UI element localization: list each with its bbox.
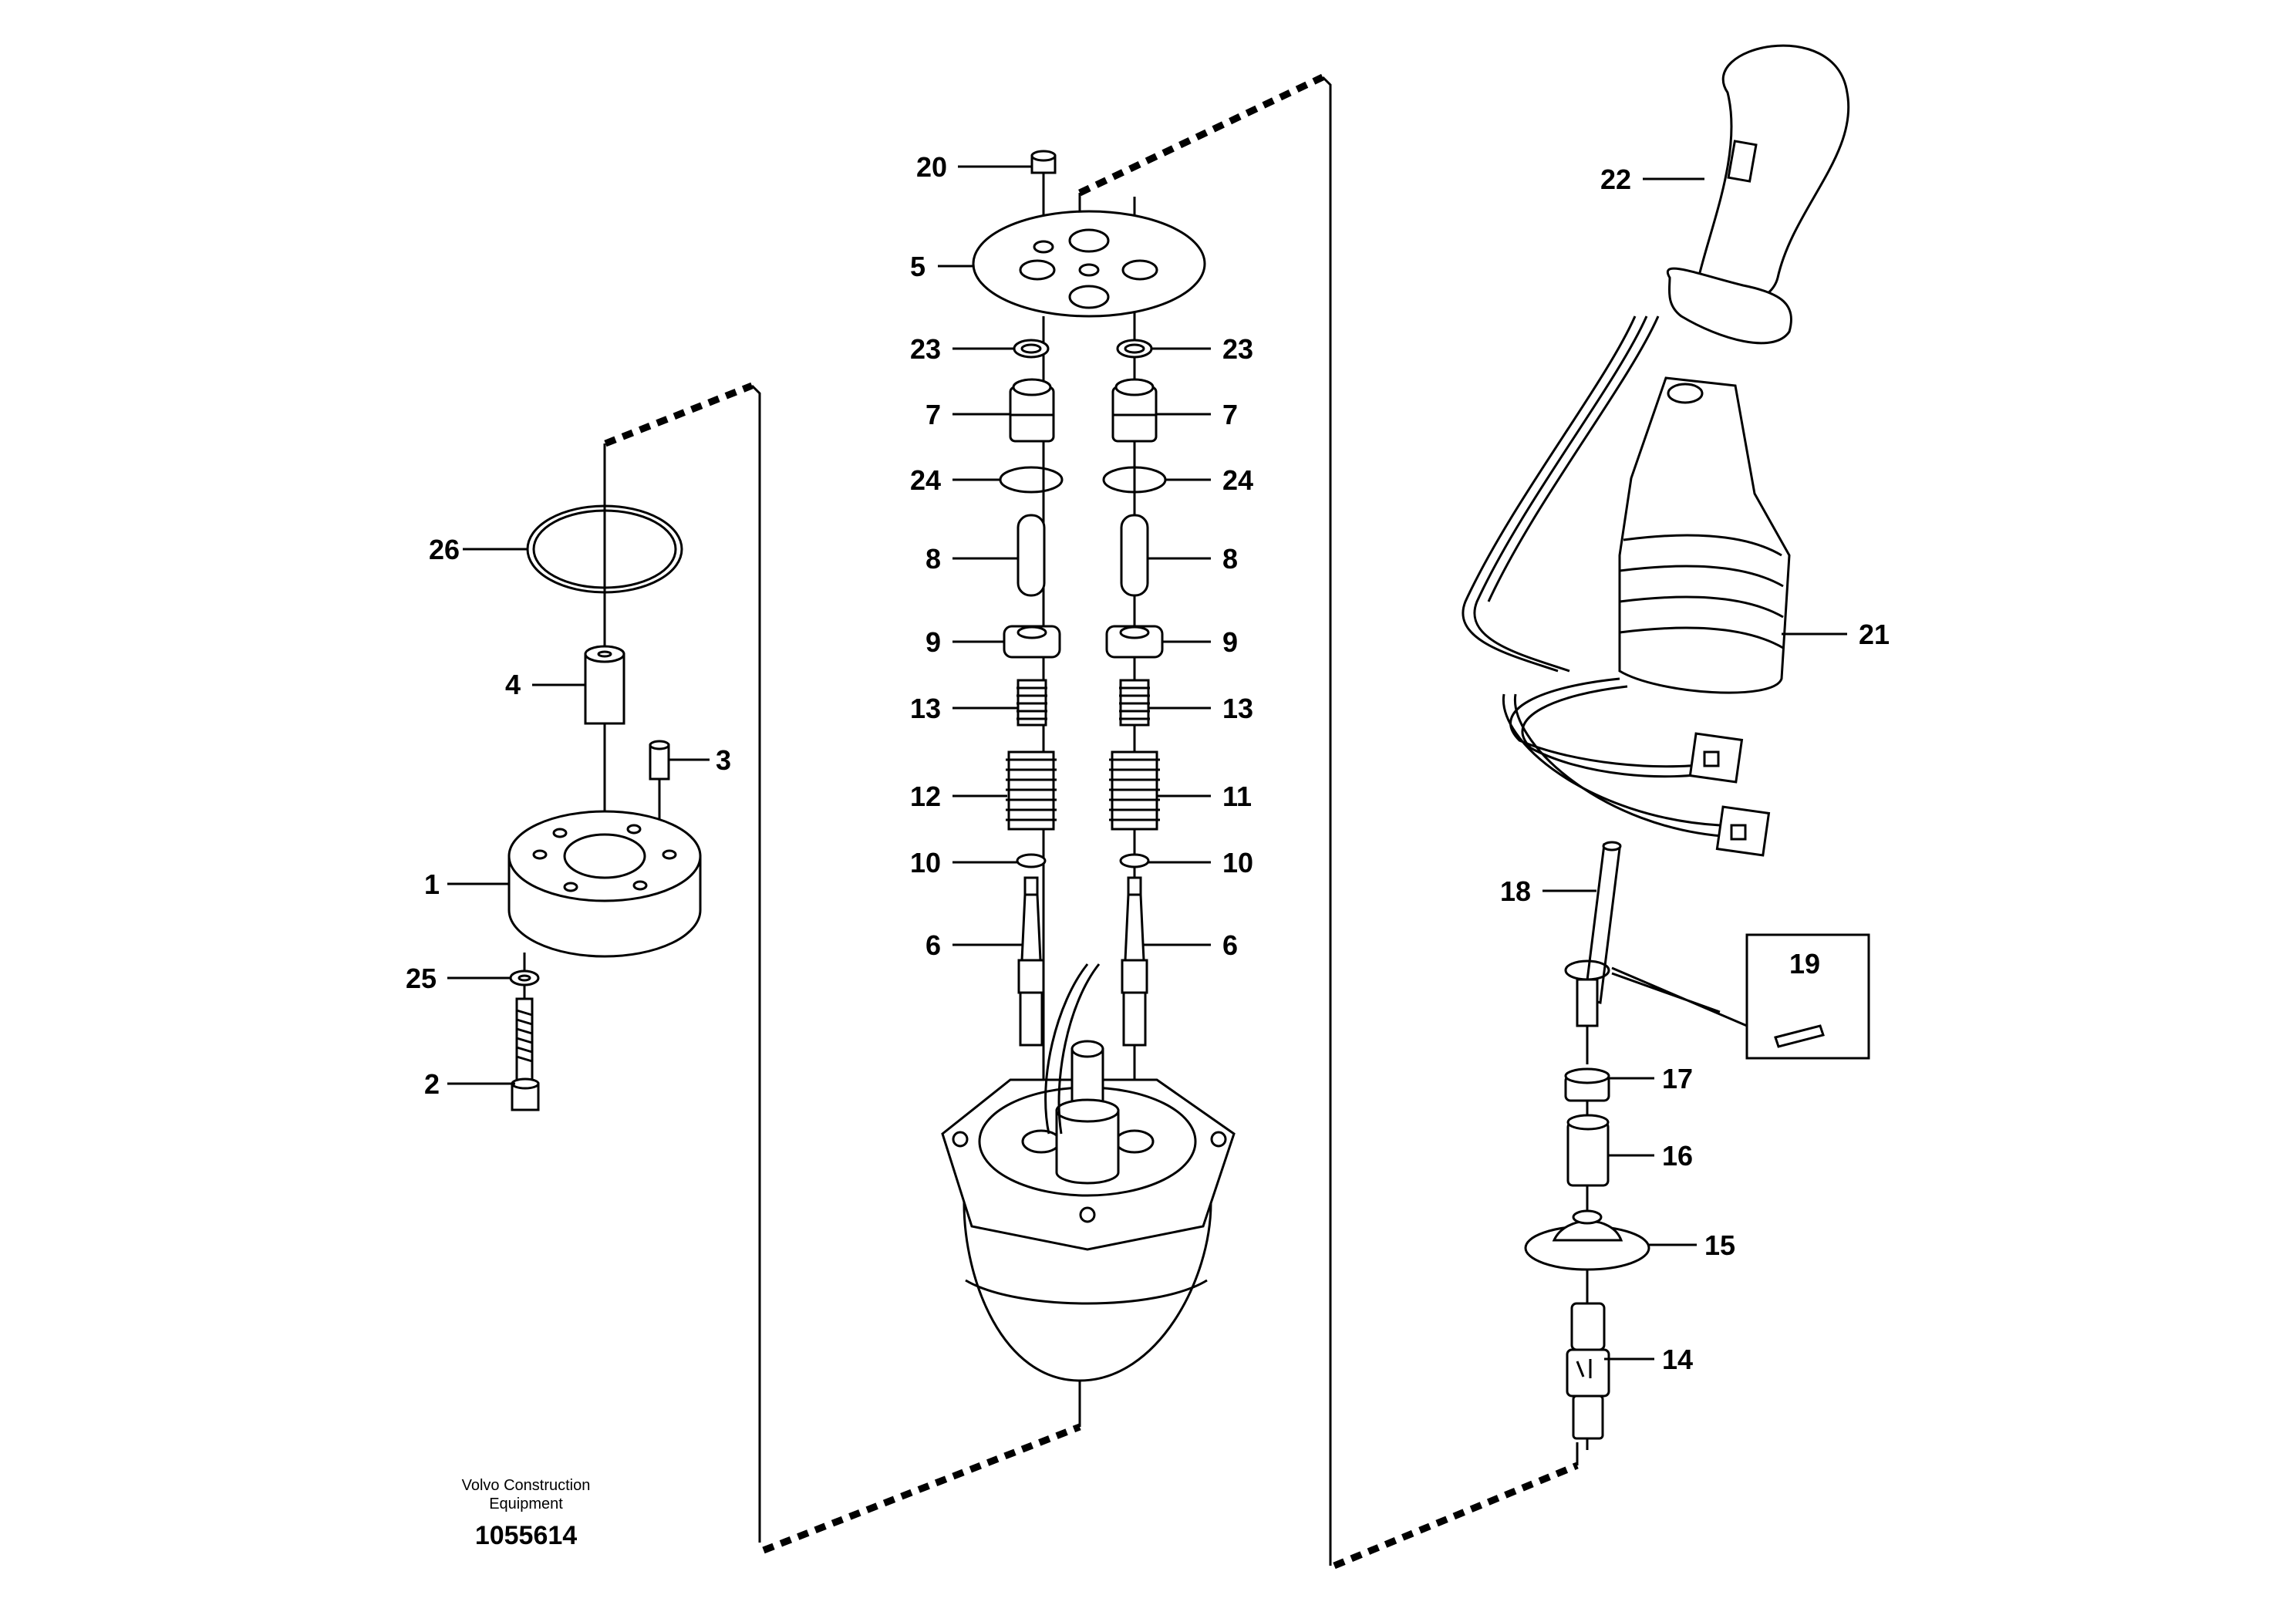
part-13-spring-right — [1119, 679, 1150, 727]
part-22-handle — [1666, 44, 1850, 345]
part-13-spring-left — [1017, 679, 1047, 727]
callout-22: 22 — [1600, 164, 1631, 195]
callout-24-right: 24 — [1222, 464, 1253, 496]
part-2-screw — [511, 997, 540, 1111]
callout-14: 14 — [1662, 1344, 1693, 1375]
callout-20: 20 — [916, 151, 947, 183]
callout-15: 15 — [1704, 1229, 1735, 1261]
part-10-washer-right — [1119, 853, 1150, 868]
callout-12: 12 — [910, 781, 941, 812]
leader-lines — [447, 165, 1847, 1361]
part-9-spring-seat-left — [1003, 625, 1061, 659]
callout-21: 21 — [1859, 619, 1890, 650]
company-name-line1: Volvo Construction — [462, 1477, 591, 1494]
callout-19: 19 — [1789, 948, 1820, 980]
drawing-footer: Volvo Construction Equipment 1055614 — [462, 1477, 591, 1550]
callout-7-left: 7 — [925, 399, 941, 430]
callout-18: 18 — [1500, 875, 1531, 907]
part-23-seal-right — [1116, 339, 1153, 359]
company-name-line2: Equipment — [489, 1496, 563, 1512]
part-12-spring-left — [1006, 750, 1057, 831]
callout-6-left: 6 — [925, 929, 941, 961]
callout-1: 1 — [424, 868, 440, 900]
part-14-universal-joint — [1566, 1302, 1610, 1440]
part-23-seal-left — [1013, 339, 1050, 359]
callout-8-right: 8 — [1222, 543, 1238, 575]
callout-7-right: 7 — [1222, 399, 1238, 430]
part-16-coupling — [1566, 1114, 1610, 1187]
part-20-plug — [1030, 150, 1057, 174]
callout-2: 2 — [424, 1068, 440, 1100]
callout-13-right: 13 — [1222, 693, 1253, 724]
part-8-piston-right — [1120, 514, 1149, 597]
callout-11: 11 — [1222, 781, 1252, 812]
part-7-plug-right — [1111, 378, 1158, 443]
part-18-lever-rod — [1564, 841, 1622, 1064]
callout-25: 25 — [406, 963, 437, 994]
callout-10-left: 10 — [910, 847, 941, 878]
callout-8-left: 8 — [925, 543, 941, 575]
callout-26: 26 — [429, 534, 460, 565]
part-8-piston-left — [1017, 514, 1046, 597]
callout-3: 3 — [716, 744, 731, 776]
part-4-bushing — [584, 645, 625, 725]
part-19-detail-box — [1611, 933, 1870, 1060]
part-17-nut — [1564, 1067, 1610, 1102]
callout-9-left: 9 — [925, 626, 941, 658]
part-21-boot — [1462, 315, 1791, 838]
callout-23-right: 23 — [1222, 333, 1253, 365]
callout-16: 16 — [1662, 1140, 1693, 1172]
part-1-flange — [507, 810, 702, 958]
pilot-valve-body — [941, 963, 1236, 1382]
callout-5: 5 — [910, 251, 925, 282]
part-6-push-rod-right — [1121, 876, 1148, 1047]
callout-10-right: 10 — [1222, 847, 1253, 878]
callout-24-left: 24 — [910, 464, 941, 496]
callout-6-right: 6 — [1222, 929, 1238, 961]
part-6-push-rod-left — [1017, 876, 1045, 1047]
connector-upper — [1688, 732, 1744, 784]
part-7-plug-left — [1009, 378, 1055, 443]
dashed-boundary-left — [604, 382, 1081, 1554]
part-11-spring-right — [1109, 750, 1160, 831]
part-10-washer-left — [1016, 853, 1047, 868]
part-15-cover — [1524, 1209, 1650, 1271]
callout-17: 17 — [1662, 1063, 1693, 1094]
connector-lower — [1715, 805, 1771, 857]
callout-labels: 26 4 3 1 25 2 20 5 23 7 24 8 9 13 12 10 … — [406, 151, 1890, 1375]
part-9-spring-seat-right — [1105, 625, 1164, 659]
callout-23-left: 23 — [910, 333, 941, 365]
part-5-plate — [972, 210, 1206, 318]
part-24-o-ring-left — [999, 466, 1064, 494]
callout-13-left: 13 — [910, 693, 941, 724]
callout-4: 4 — [505, 669, 521, 700]
part-25-washer — [509, 969, 540, 986]
drawing-number: 1055614 — [475, 1521, 577, 1550]
callout-9-right: 9 — [1222, 626, 1238, 658]
part-3-pin — [649, 740, 670, 845]
